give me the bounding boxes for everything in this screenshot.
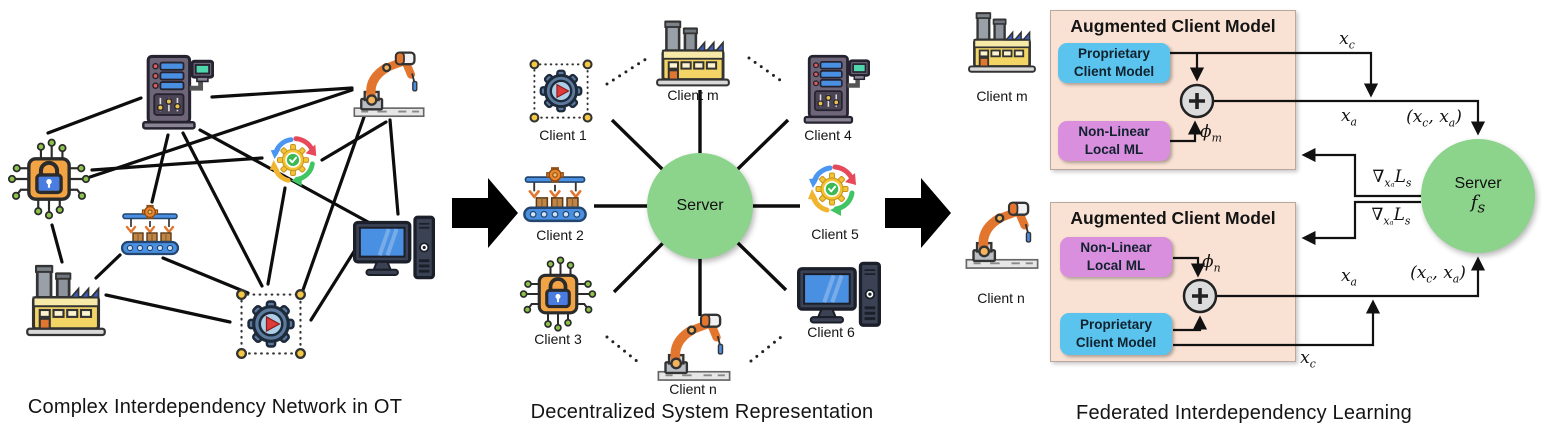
sync-gear-icon <box>270 139 317 186</box>
flow-arrow-icon <box>452 178 518 248</box>
right-panel-caption: Federated Interdependency Learning <box>1076 402 1412 424</box>
server-node: Server <box>647 153 753 259</box>
chip-lock-icon <box>518 255 598 333</box>
robot-arm-icon <box>966 203 1037 268</box>
sync-gear-icon <box>808 167 856 216</box>
gradient-label-top: ∇xₐLs <box>1372 167 1412 190</box>
ot-network-panel <box>0 0 436 360</box>
xa-label-top: xa <box>1340 106 1358 129</box>
server-rack-icon <box>143 56 212 128</box>
factory-icon <box>968 11 1036 74</box>
client-2-label: Client 2 <box>536 227 584 243</box>
computer-icon <box>352 215 436 280</box>
proprietary-client-model-box: Proprietary Client Model <box>1060 313 1172 355</box>
xcxa-label-bottom: (xc, xa) <box>1410 263 1466 286</box>
client-6-label: Client 6 <box>807 324 855 340</box>
flow-arrow-icon <box>885 178 951 248</box>
server-label: Server <box>1454 175 1502 193</box>
chip-lock-icon <box>9 139 89 218</box>
augmented-box-title: Augmented Client Model <box>1070 208 1276 228</box>
nonlinear-local-ml-box: Non-Linear Local ML <box>1058 121 1170 161</box>
left-panel-caption: Complex Interdependency Network in OT <box>27 396 403 418</box>
proprietary-line1: Proprietary <box>1079 317 1153 333</box>
client-1-label: Client 1 <box>539 127 587 143</box>
gradient-label-bottom: ∇xₐLs <box>1371 205 1411 228</box>
network-links <box>46 86 400 324</box>
conveyor-icon <box>523 166 587 223</box>
robot-arm-icon <box>354 53 423 117</box>
client-n-label: Client n <box>669 381 717 397</box>
proprietary-client-model-box: Proprietary Client Model <box>1058 43 1170 83</box>
xa-label-bottom: xa <box>1340 266 1358 289</box>
client-4-label: Client 4 <box>804 127 852 143</box>
robot-arm-icon <box>658 315 729 380</box>
augmented-box-title: Augmented Client Model <box>1070 16 1276 36</box>
server-label: Server <box>676 197 724 214</box>
nonlinear-local-ml-box: Non-Linear Local ML <box>1060 237 1172 277</box>
phi-n-label: ϕn <box>1202 252 1221 275</box>
client-3-label: Client 3 <box>534 331 582 347</box>
proprietary-line2: Client Model <box>1075 335 1157 350</box>
middle-panel-caption: Decentralized System Representation <box>530 401 874 423</box>
phi-m-label: ϕm <box>1200 122 1222 145</box>
nonlinear-line1: Non-Linear <box>1078 124 1150 140</box>
proprietary-line1: Proprietary <box>1077 46 1151 62</box>
nonlinear-line2: Local ML <box>1084 142 1144 157</box>
xcxa-label-top: (xc, xa) <box>1406 107 1462 130</box>
computer-icon <box>799 263 880 325</box>
gear-play-icon <box>235 288 307 360</box>
xc-label-bottom: xc <box>1300 348 1316 371</box>
fl-client-n-label: Client n <box>977 290 1025 306</box>
fl-client-m-label: Client m <box>976 88 1028 104</box>
xc-label-top: xc <box>1339 29 1355 52</box>
server-rack-icon <box>805 56 869 122</box>
federated-server-node: Server fs <box>1421 139 1535 253</box>
proprietary-line2: Client Model <box>1073 64 1155 79</box>
client-5-label: Client 5 <box>811 226 859 242</box>
server-function-symbol: fs <box>1470 192 1486 217</box>
gear-play-icon <box>529 59 593 123</box>
client-m-label: Client m <box>667 87 719 103</box>
nonlinear-line2: Local ML <box>1086 258 1146 273</box>
factory-icon <box>26 264 106 337</box>
conveyor-icon <box>120 204 180 256</box>
nonlinear-line1: Non-Linear <box>1080 240 1152 256</box>
factory-icon <box>656 20 730 87</box>
